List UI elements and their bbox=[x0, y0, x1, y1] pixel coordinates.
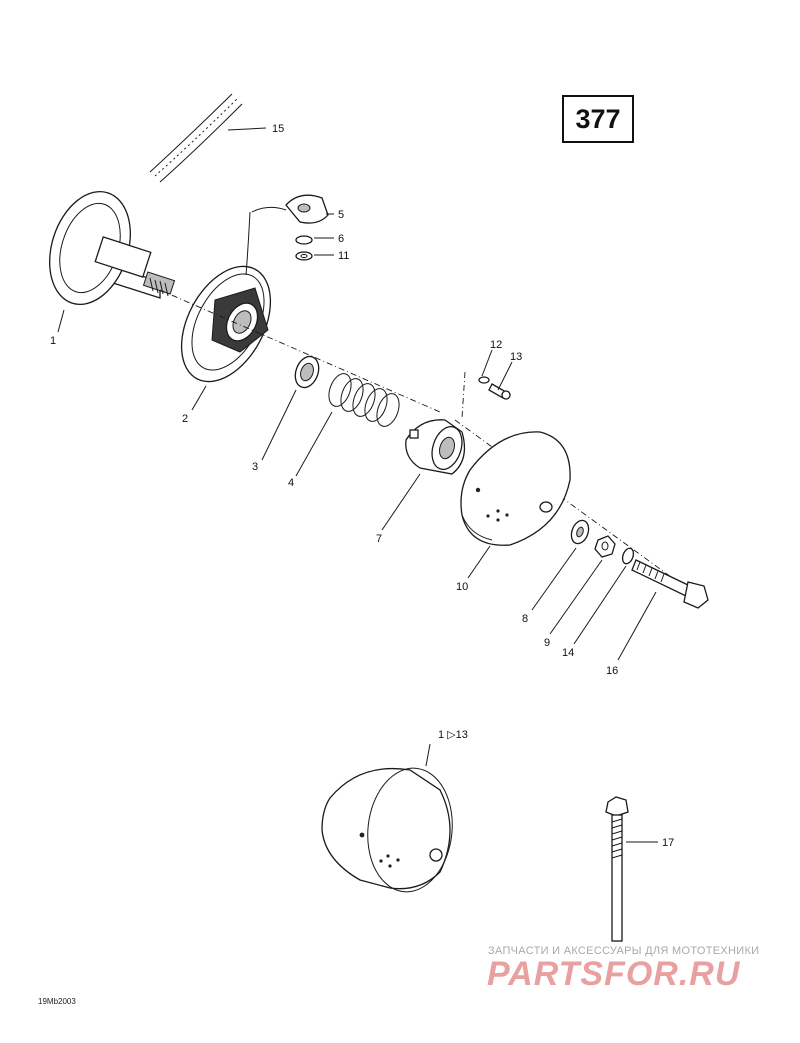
label-12: 12 bbox=[490, 339, 502, 351]
label-9: 9 bbox=[544, 637, 550, 649]
cam-slider-part-7 bbox=[405, 419, 466, 475]
label-1-to-13: 1 ▷13 bbox=[438, 729, 468, 741]
movable-sheave-part-2 bbox=[180, 211, 272, 383]
label-8: 8 bbox=[522, 613, 528, 625]
spacer-ring-part-3 bbox=[294, 355, 320, 389]
page-number-box: 377 bbox=[562, 95, 634, 143]
drawing-code: 19Mb2003 bbox=[38, 997, 76, 1006]
label-13: 13 bbox=[510, 351, 522, 363]
label-10: 10 bbox=[456, 581, 468, 593]
lock-washer-part-14 bbox=[621, 547, 635, 565]
governor-cup-part-10 bbox=[460, 431, 571, 546]
label-15: 15 bbox=[272, 123, 284, 135]
label-5: 5 bbox=[338, 209, 344, 221]
bolt-part-16 bbox=[631, 559, 709, 609]
leader-lines bbox=[57, 127, 658, 843]
nut-part-9 bbox=[594, 535, 616, 558]
screw-part-13 bbox=[488, 383, 511, 400]
washer-part-8 bbox=[570, 519, 590, 545]
watermark-tagline: ЗАПЧАСТИ И АКСЕССУАРЫ ДЛЯ МОТОТЕХНИКИ bbox=[488, 945, 760, 957]
spring-part-4 bbox=[328, 373, 400, 427]
washer-part-6 bbox=[295, 235, 313, 245]
label-17: 17 bbox=[662, 837, 674, 849]
drive-belt-part-15 bbox=[149, 93, 243, 183]
label-6: 6 bbox=[338, 233, 344, 245]
label-2: 2 bbox=[182, 413, 188, 425]
callout-labels: 15 5 6 11 1 2 12 13 3 4 7 10 8 9 14 16 1… bbox=[50, 123, 674, 849]
label-1: 1 bbox=[50, 335, 56, 347]
roller-bracket-part-5 bbox=[251, 194, 329, 224]
label-4: 4 bbox=[288, 477, 294, 489]
washer-part-11 bbox=[295, 251, 313, 261]
long-bolt-part-17 bbox=[605, 796, 629, 942]
watermark-logo: PARTSFOR.RU bbox=[487, 955, 741, 993]
label-14: 14 bbox=[562, 647, 574, 659]
assembly-axis-lower bbox=[454, 419, 701, 599]
label-7: 7 bbox=[376, 533, 382, 545]
drive-pulley-assembly-1-to-13 bbox=[321, 767, 453, 893]
label-3: 3 bbox=[252, 461, 258, 473]
label-11: 11 bbox=[338, 250, 349, 262]
screw-washer-part-12 bbox=[478, 376, 490, 384]
assembly-axis-upper bbox=[159, 289, 441, 413]
fixed-sheave-part-1 bbox=[49, 190, 176, 306]
assembly-axis-pin bbox=[461, 371, 466, 419]
label-16: 16 bbox=[606, 665, 618, 677]
